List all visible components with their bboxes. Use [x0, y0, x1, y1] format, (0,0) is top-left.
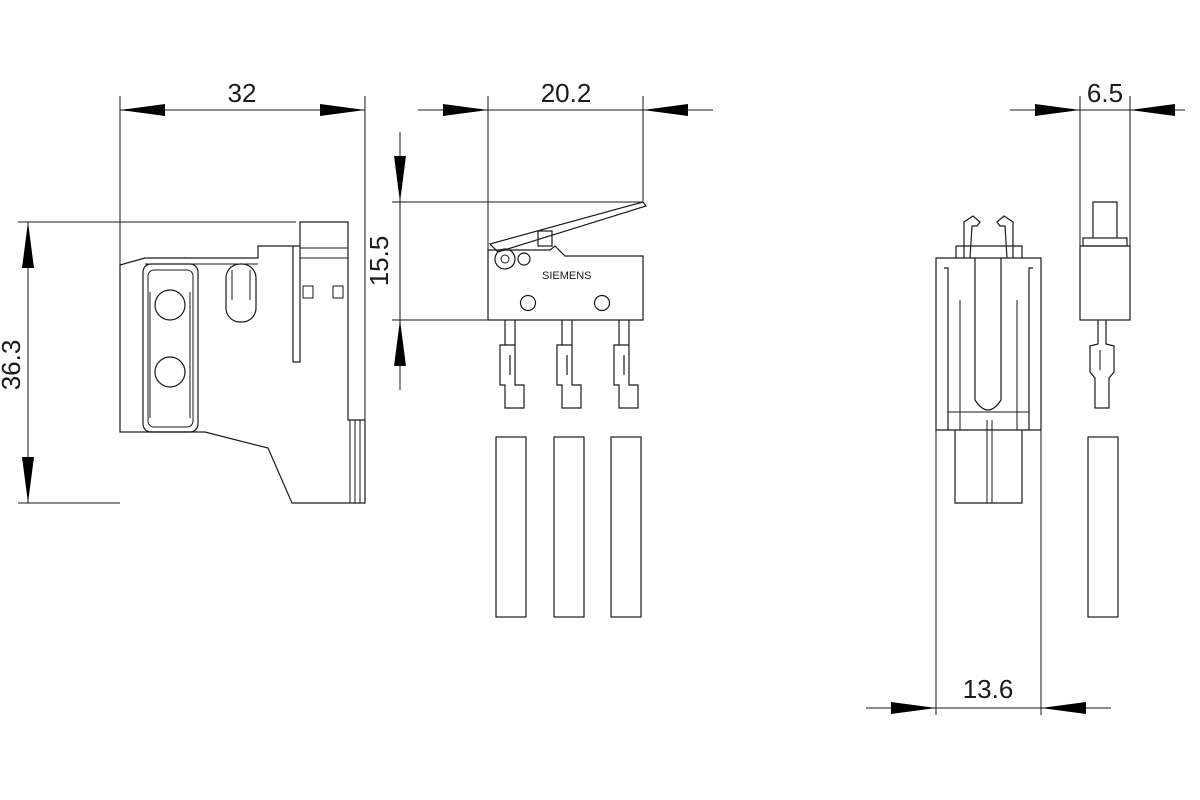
brand-label: SIEMENS: [542, 270, 592, 282]
dim-arrow: [443, 104, 488, 116]
dim-label-32: 32: [228, 78, 257, 108]
end-view-switch: 6.5: [1010, 78, 1185, 618]
dim-arrow: [891, 702, 936, 714]
housing-hook: [996, 215, 1014, 259]
dim-label-13-6: 13.6: [963, 674, 1014, 704]
dim-arrow: [22, 457, 34, 503]
dim-arrow: [394, 156, 406, 202]
switch-end-terminal: [1089, 320, 1115, 409]
side-view-rail: [292, 246, 301, 363]
dim-arrow: [320, 104, 365, 116]
front-view: SIEMENS 20.2 15.5: [364, 78, 713, 618]
side-view-slot: [225, 263, 257, 323]
wire-2: [553, 436, 585, 618]
dim-arrow: [1041, 702, 1086, 714]
switch-lever: [488, 201, 647, 253]
terminal-3: [613, 320, 639, 409]
dim-label-36-3: 36.3: [0, 340, 26, 391]
side-view-outline: [119, 221, 366, 504]
switch-body: [487, 245, 644, 321]
housing-hook: [963, 215, 981, 259]
dim-label-6-5: 6.5: [1087, 78, 1123, 108]
wire-1: [495, 436, 527, 618]
switch-end-body: [1079, 245, 1131, 321]
dim-label-20-2: 20.2: [541, 78, 592, 108]
terminal-1: [499, 320, 525, 409]
switch-plunger: [537, 230, 553, 247]
dim-arrow: [394, 320, 406, 366]
mounting-hole: [519, 294, 537, 312]
housing-outline: [935, 257, 1042, 431]
wire-3: [610, 436, 642, 618]
dim-arrow: [120, 104, 165, 116]
lever-roller: [494, 248, 516, 270]
dim-arrow: [22, 222, 34, 268]
terminal-2: [556, 320, 582, 409]
side-view: 32 36.3: [0, 78, 366, 504]
dim-label-15-5: 15.5: [364, 236, 394, 287]
mounting-hole: [593, 294, 611, 312]
dim-arrow: [1035, 104, 1080, 116]
dim-arrow: [643, 104, 688, 116]
dim-arrow: [1130, 104, 1175, 116]
end-view-housing: 13.6: [866, 215, 1111, 715]
wire-end: [1087, 436, 1119, 618]
